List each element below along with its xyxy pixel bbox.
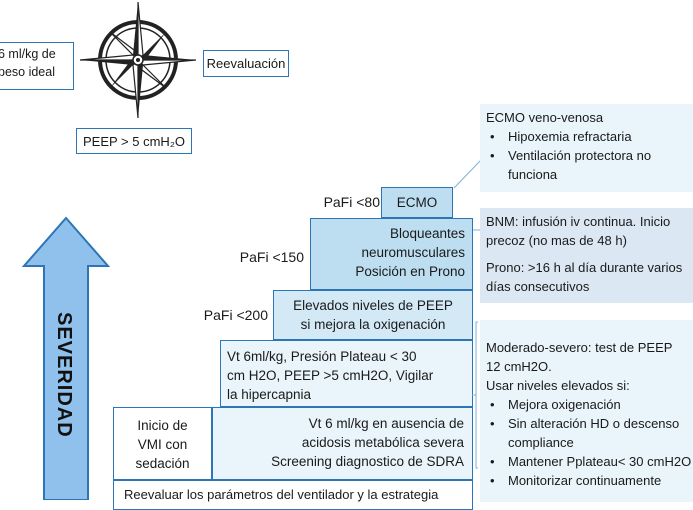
- partial-tidal-volume-box: [0, 42, 74, 90]
- list-item: Monitorizar continuamente: [490, 471, 693, 490]
- ecmo-box: ECMO: [381, 187, 453, 218]
- peep-note-list: Mejora oxigenación Sin alteración HD o d…: [486, 395, 693, 490]
- vt6-screening-box: Vt 6 ml/kg en ausencia de acidosis metab…: [212, 407, 473, 480]
- list-item-continuation: funciona: [508, 167, 558, 182]
- reevaluation-box: Reevaluación: [203, 50, 289, 77]
- bnm-prono-note: BNM: infusión iv continua. Inicio precoz…: [480, 208, 693, 303]
- peep-threshold-box: PEEP > 5 cmH₂O: [76, 128, 192, 154]
- list-item: Hipoxemia refractaria: [490, 127, 693, 146]
- list-item: Ventilación protectora no: [490, 146, 693, 165]
- reevaluate-strip: Reevaluar los parámetros del ventilador …: [113, 480, 473, 510]
- inicio-vmi-box: Inicio de VMI con sedación: [113, 407, 212, 480]
- compass-rose-icon: [79, 1, 197, 119]
- list-item: Mejora oxigenación: [490, 395, 693, 414]
- ecmo-note-list: Hipoxemia refractaria Ventilación protec…: [486, 127, 693, 184]
- severity-arrow-icon: [22, 216, 110, 500]
- pafi-150-label: PaFi <150: [239, 249, 304, 265]
- list-item: Sin alteración HD o descenso: [490, 414, 693, 433]
- ecmo-note: ECMO veno-venosa Hipoxemia refractaria V…: [480, 104, 693, 192]
- pafi-80-label: PaFi <80: [323, 194, 380, 210]
- partial-tidal-volume-text: 6 ml/kg de peso ideal: [0, 47, 56, 79]
- vt-plateau-box: Vt 6ml/kg, Presión Plateau < 30 cm H2O, …: [220, 340, 473, 407]
- list-item: Mantener Pplateau< 30 cmH2O: [490, 452, 693, 471]
- peep-note: Moderado-severo: test de PEEP 12 cmH2O. …: [480, 320, 693, 502]
- list-item-continuation: compliance: [508, 435, 574, 450]
- pafi-200-label: PaFi <200: [203, 307, 268, 323]
- neuromuscular-prone-box: Bloqueantes neuromusculares Posición en …: [310, 218, 473, 290]
- severity-label: SEVERIDAD: [53, 312, 75, 438]
- peep-high-box: Elevados niveles de PEEP si mejora la ox…: [273, 290, 473, 340]
